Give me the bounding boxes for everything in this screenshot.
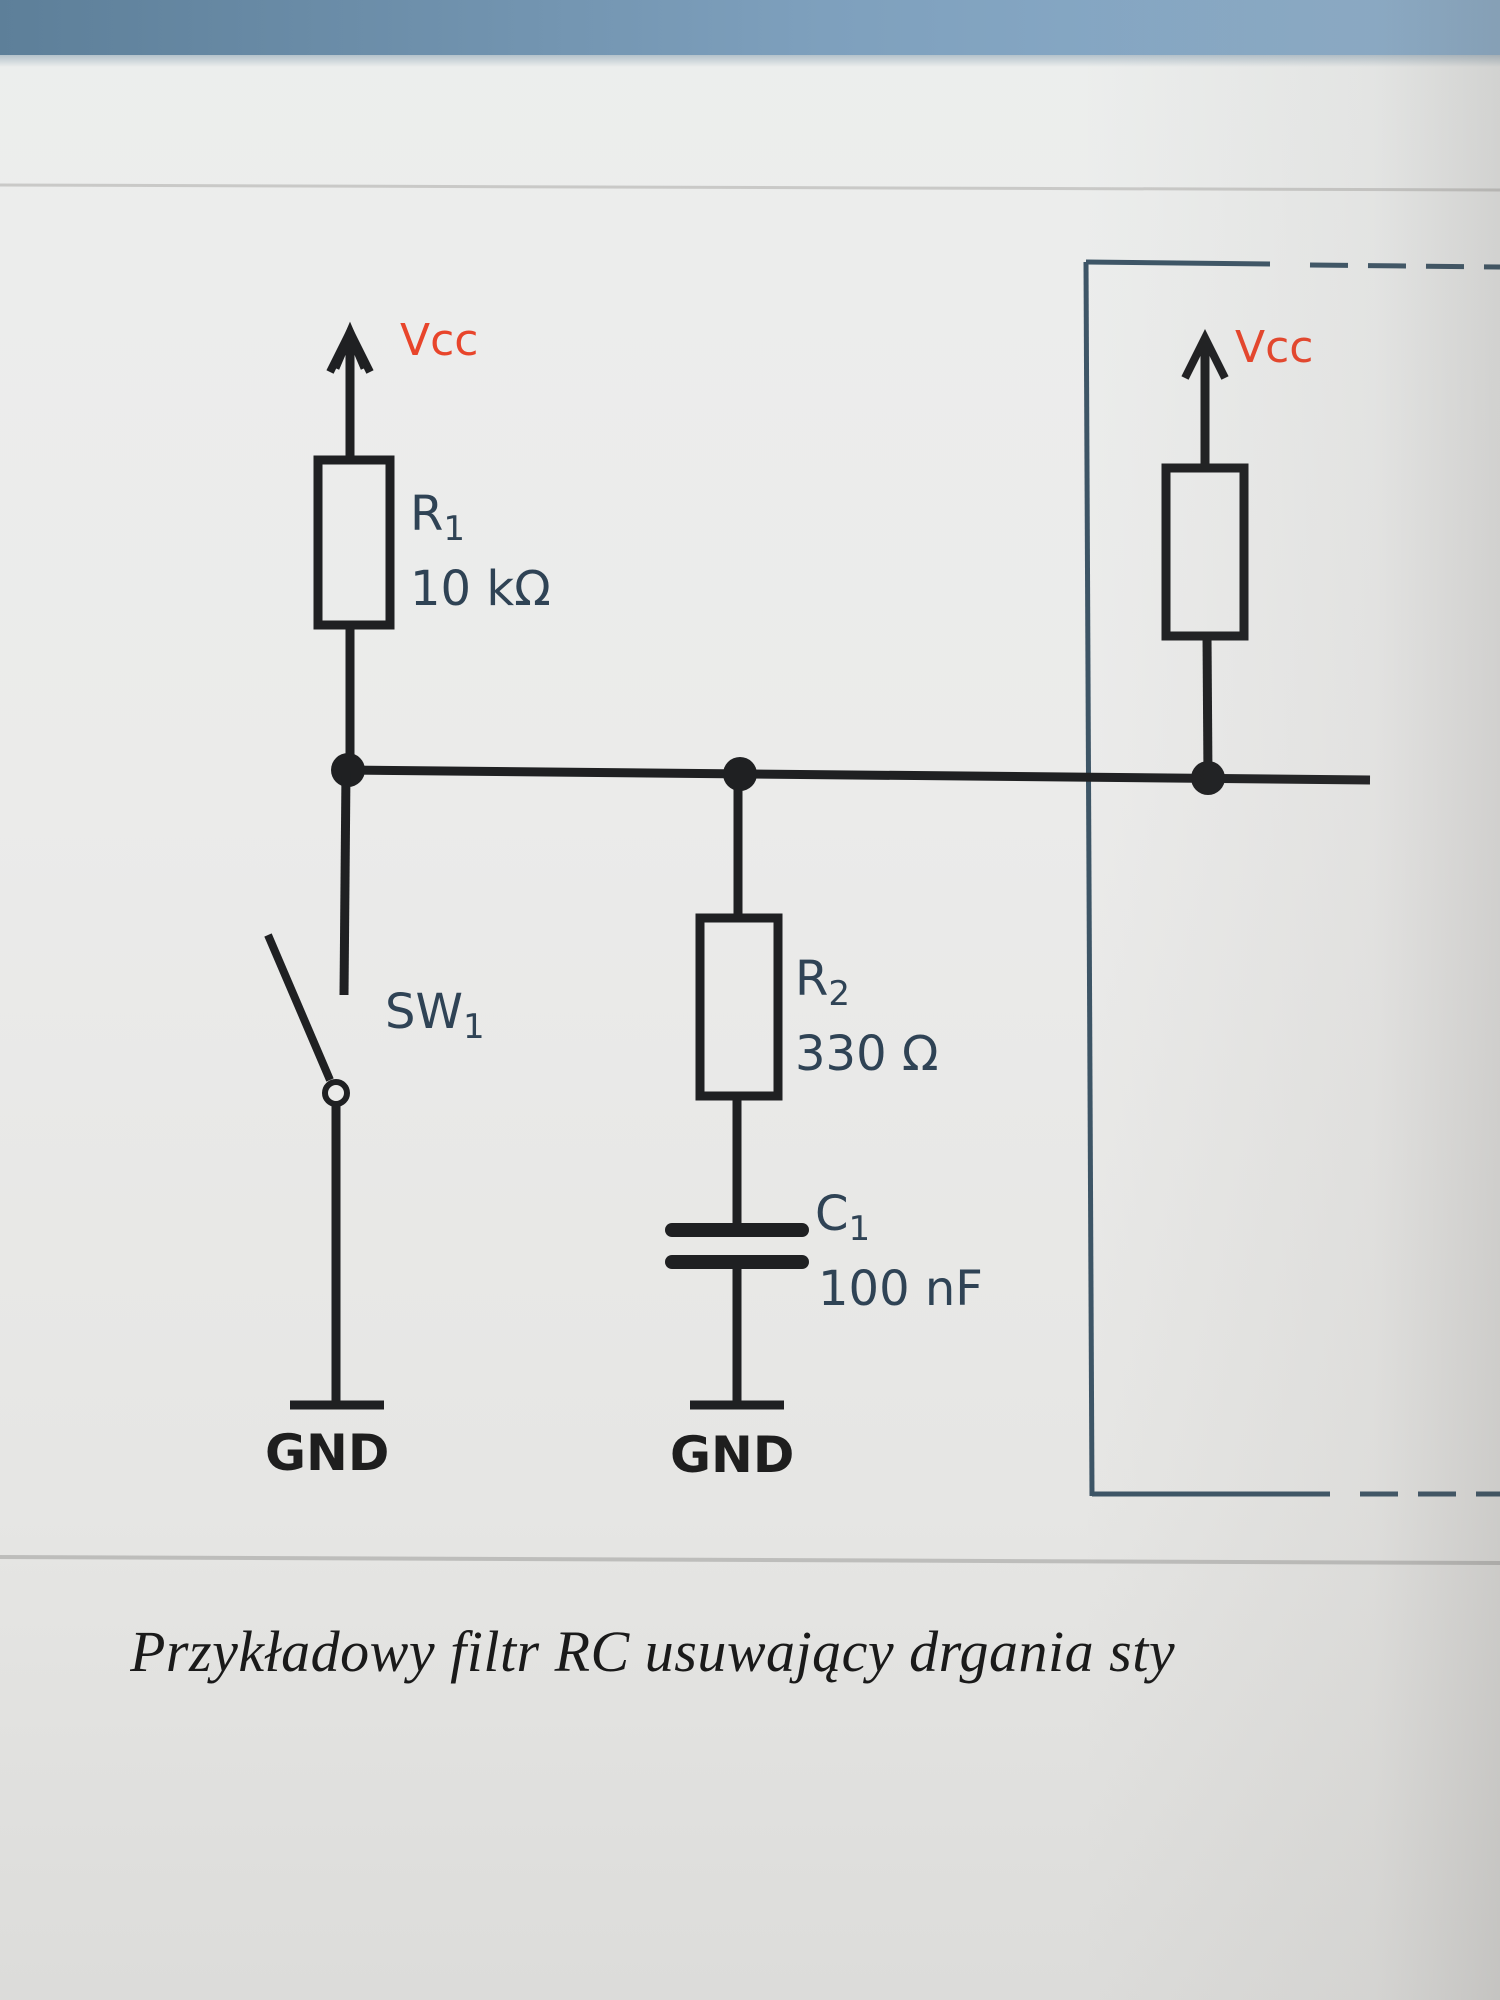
switch-sw1-contact bbox=[322, 1079, 350, 1107]
vcc-arrow-right bbox=[1181, 329, 1229, 468]
vcc-label-right: Vcc bbox=[1235, 322, 1313, 373]
block-top-border bbox=[1085, 259, 1271, 267]
top-page-rule bbox=[0, 183, 1500, 192]
top-blue-strip bbox=[0, 0, 1500, 55]
resistor-pullup-right bbox=[1161, 463, 1249, 641]
c1-value: 100 nF bbox=[818, 1261, 983, 1317]
block-left-border bbox=[1083, 261, 1095, 1497]
resistor-r1 bbox=[313, 455, 395, 630]
sw1-label: SW1 bbox=[385, 984, 485, 1047]
block-top-dashed bbox=[1309, 262, 1500, 270]
r1-name: R1 bbox=[410, 486, 465, 549]
r1-value: 10 kΩ bbox=[410, 561, 551, 617]
r2-name: R2 bbox=[795, 951, 850, 1014]
top-strip-shadow bbox=[0, 55, 1500, 67]
gnd-label-mid: GND bbox=[670, 1426, 794, 1484]
wire-node-to-switch bbox=[339, 769, 351, 996]
gnd-label-left: GND bbox=[265, 1424, 389, 1482]
figure-caption: Przykładowy filtr RC usuwający drgania s… bbox=[130, 1619, 1176, 1684]
c1-name: C1 bbox=[815, 1186, 870, 1249]
switch-sw1-lever bbox=[264, 933, 334, 1082]
vcc-arrow-left bbox=[326, 321, 374, 460]
resistor-r2 bbox=[695, 913, 783, 1101]
bottom-page-rule bbox=[0, 1555, 1500, 1565]
wire-right-resistor-to-node bbox=[1202, 635, 1213, 779]
r2-value: 330 Ω bbox=[795, 1026, 939, 1082]
subcircuit-block bbox=[1083, 259, 1500, 1497]
vcc-label-left: Vcc bbox=[400, 315, 478, 366]
junction-node-1 bbox=[331, 753, 365, 787]
